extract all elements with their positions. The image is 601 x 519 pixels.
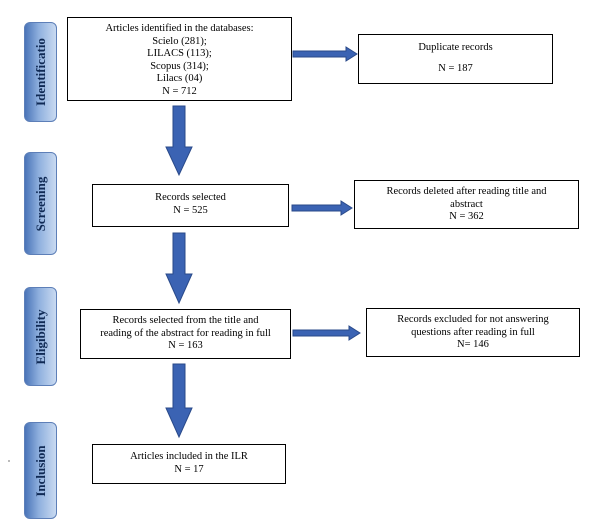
included-count: N = 17 [174,463,204,475]
box-identified-articles: Articles identified in the databases: Sc… [67,17,292,101]
identified-line-3: LILACS (113); [147,48,212,59]
box-records-deleted: Records deleted after reading title and … [354,180,579,229]
full-read-count: N = 163 [168,340,203,351]
selected-label: Records selected [155,192,226,203]
stage-screening: Screening [24,152,57,255]
duplicates-count: N = 187 [438,62,473,74]
deleted-line-2: abstract [450,198,483,210]
arrow-down-1 [165,105,193,177]
box-duplicate-records: Duplicate records N = 187 [358,34,553,84]
arrow-right-1 [292,46,358,62]
identified-count: N = 712 [162,85,197,97]
selected-count: N = 525 [173,204,208,216]
box-records-selected: Records selected N = 525 [92,184,289,227]
duplicates-label: Duplicate records [418,42,493,53]
included-label: Articles included in the ILR [130,451,248,462]
stage-eligibility: Eligibility [24,287,57,386]
excluded-line-2: questions after reading in full [411,326,535,338]
stray-dot [8,460,10,462]
identified-line-5: Lilacs (04) [156,73,203,84]
stage-inclusion: Inclusion [24,422,57,519]
arrow-down-2 [165,232,193,305]
excluded-line-1: Records excluded for not answering [397,314,549,325]
stage-identification: Identificatio [24,22,57,122]
box-records-full-reading: Records selected from the title and read… [80,309,291,359]
arrow-right-3 [292,325,361,341]
identified-line-2: Scielo (281); [152,35,207,47]
arrow-down-3 [165,363,193,439]
identified-line-1: Articles identified in the databases: [105,23,254,34]
identified-line-4: Scopus (314); [150,60,209,72]
full-read-line-1: Records selected from the title and [112,315,259,326]
arrow-right-2 [291,200,353,216]
deleted-line-1: Records deleted after reading title and [386,186,547,197]
box-records-excluded: Records excluded for not answering quest… [366,308,580,357]
full-read-line-2: reading of the abstract for reading in f… [100,327,271,339]
excluded-count: N= 146 [457,339,489,350]
box-articles-included: Articles included in the ILR N = 17 [92,444,286,484]
deleted-count: N = 362 [449,211,484,222]
